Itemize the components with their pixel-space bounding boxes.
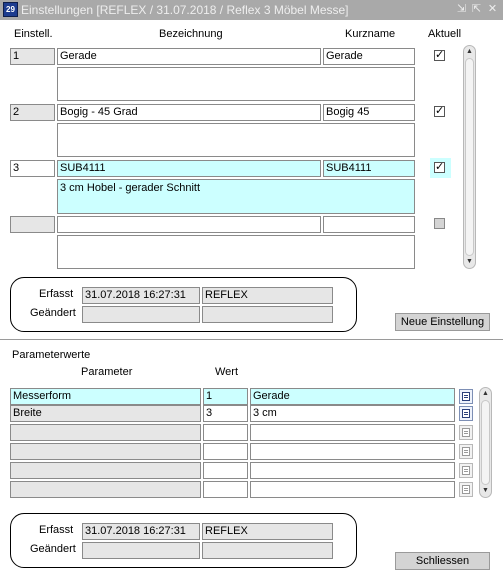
erfasst-label: Erfasst xyxy=(39,524,74,536)
list-of-values-icon[interactable] xyxy=(459,406,473,421)
parameter-name-field[interactable] xyxy=(10,424,201,441)
column-header-parameter: Parameter xyxy=(81,366,133,378)
geaendert-label: Geändert xyxy=(30,307,76,319)
parameters-section-title: Parameterwerte xyxy=(12,349,91,361)
column-header-wert: Wert xyxy=(215,366,239,378)
maximize-icon[interactable]: ⇱ xyxy=(471,3,482,15)
parameters-audit-panel: Erfasst Geändert 31.07.2018 16:27:31 REF… xyxy=(10,513,357,568)
column-header-einstell: Einstell. xyxy=(14,28,53,40)
parameters-scrollbar[interactable]: ▲ ▼ xyxy=(479,387,492,498)
erfasst-user-field: REFLEX xyxy=(202,287,333,304)
new-setting-button[interactable]: Neue Einstellung xyxy=(395,313,490,331)
parameter-wert-field[interactable] xyxy=(250,424,455,441)
checkmark-icon: ✓ xyxy=(435,49,445,61)
list-of-values-icon[interactable] xyxy=(459,444,473,459)
parameter-wert-field[interactable] xyxy=(250,462,455,479)
scrollbar-thumb[interactable] xyxy=(481,400,490,485)
minimize-icon[interactable]: ⇲ xyxy=(456,3,467,15)
geaendert-label: Geändert xyxy=(30,543,76,555)
parameter-wert-field[interactable] xyxy=(250,443,455,460)
chevron-up-icon[interactable]: ▲ xyxy=(466,48,473,55)
parameter-name-field[interactable]: Messerform xyxy=(10,388,201,405)
setting-bezeichnung-field[interactable]: Bogig - 45 Grad xyxy=(57,104,321,121)
list-of-values-icon[interactable] xyxy=(459,482,473,497)
parameter-nr-field[interactable] xyxy=(203,462,248,479)
setting-aktuell-checkbox[interactable]: ✓ xyxy=(434,106,445,117)
setting-bezeichnung-field[interactable] xyxy=(57,216,321,233)
setting-aktuell-checkbox[interactable]: ✓ xyxy=(434,50,445,61)
chevron-up-icon[interactable]: ▲ xyxy=(482,390,489,397)
geaendert-datum-field xyxy=(82,306,200,323)
settings-scrollbar[interactable]: ▲ ▼ xyxy=(463,45,476,269)
erfasst-datum-field: 31.07.2018 16:27:31 xyxy=(82,287,200,304)
parameter-name-field[interactable] xyxy=(10,462,201,479)
parameter-nr-field[interactable] xyxy=(203,481,248,498)
setting-kurzname-field[interactable]: Gerade xyxy=(323,48,415,65)
parameter-nr-field[interactable] xyxy=(203,443,248,460)
setting-kurzname-field[interactable] xyxy=(323,216,415,233)
setting-nr-field[interactable]: 2 xyxy=(10,104,55,121)
parameter-name-field[interactable] xyxy=(10,443,201,460)
settings-audit-panel: Erfasst Geändert 31.07.2018 16:27:31 REF… xyxy=(10,277,357,332)
parameter-wert-field[interactable]: Gerade xyxy=(250,388,455,405)
setting-beschreibung-field[interactable] xyxy=(57,235,415,269)
setting-aktuell-checkbox[interactable] xyxy=(434,218,445,229)
parameter-name-field[interactable]: Breite xyxy=(10,405,201,422)
parameter-nr-field[interactable] xyxy=(203,424,248,441)
chevron-down-icon[interactable]: ▼ xyxy=(466,258,473,265)
scrollbar-thumb[interactable] xyxy=(465,58,474,256)
column-header-aktuell: Aktuell xyxy=(428,28,462,40)
parameter-name-field[interactable] xyxy=(10,481,201,498)
section-divider xyxy=(0,339,503,340)
setting-aktuell-checkbox[interactable]: ✓ xyxy=(434,162,445,173)
erfasst-datum-field: 31.07.2018 16:27:31 xyxy=(82,523,200,540)
chevron-down-icon[interactable]: ▼ xyxy=(482,487,489,494)
close-button[interactable]: Schliessen xyxy=(395,552,490,570)
setting-nr-field[interactable] xyxy=(10,216,55,233)
geaendert-datum-field xyxy=(82,542,200,559)
setting-nr-field[interactable]: 3 xyxy=(10,160,55,177)
parameter-wert-field[interactable] xyxy=(250,481,455,498)
list-of-values-icon[interactable] xyxy=(459,389,473,404)
setting-beschreibung-field[interactable] xyxy=(57,123,415,157)
erfasst-label: Erfasst xyxy=(39,288,74,300)
window-title: Einstellungen [REFLEX / 31.07.2018 / Ref… xyxy=(21,3,349,17)
close-icon[interactable]: ✕ xyxy=(487,3,498,15)
geaendert-user-field xyxy=(202,542,333,559)
setting-beschreibung-field[interactable]: 3 cm Hobel - gerader Schnitt xyxy=(57,179,415,214)
geaendert-user-field xyxy=(202,306,333,323)
setting-nr-field[interactable]: 1 xyxy=(10,48,55,65)
column-header-kurzname: Kurzname xyxy=(345,28,396,40)
setting-kurzname-field[interactable]: SUB4111 xyxy=(323,160,415,177)
checkmark-icon: ✓ xyxy=(435,105,445,117)
parameter-wert-field[interactable]: 3 cm xyxy=(250,405,455,422)
setting-beschreibung-field[interactable] xyxy=(57,67,415,101)
column-header-bezeichnung: Bezeichnung xyxy=(159,28,223,40)
erfasst-user-field: REFLEX xyxy=(202,523,333,540)
parameter-nr-field[interactable]: 1 xyxy=(203,388,248,405)
list-of-values-icon[interactable] xyxy=(459,463,473,478)
setting-kurzname-field[interactable]: Bogig 45 xyxy=(323,104,415,121)
parameter-nr-field[interactable]: 3 xyxy=(203,405,248,422)
list-of-values-icon[interactable] xyxy=(459,425,473,440)
setting-bezeichnung-field[interactable]: SUB4111 xyxy=(57,160,321,177)
checkmark-icon: ✓ xyxy=(435,161,445,173)
window-titlebar: 29 Einstellungen [REFLEX / 31.07.2018 / … xyxy=(0,0,503,20)
setting-bezeichnung-field[interactable]: Gerade xyxy=(57,48,321,65)
app-logo-icon: 29 xyxy=(3,2,18,17)
